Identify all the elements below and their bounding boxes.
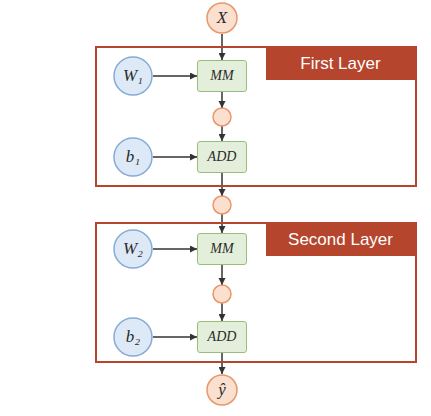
node-label: ADD: [208, 329, 237, 345]
add-op: ADD: [197, 141, 247, 173]
layer-group: First LayerW₁ MM b₁ ADD: [95, 46, 417, 187]
matmul-op: MM: [197, 60, 247, 92]
node-label: MM: [210, 241, 233, 257]
matmul-op: MM: [197, 233, 247, 265]
node-label: b₂: [126, 327, 140, 347]
layer-title: Second Layer: [266, 224, 415, 256]
node-label: X: [217, 8, 227, 28]
node-label: ŷ: [218, 380, 226, 400]
flow-arrow: [221, 353, 223, 374]
node-label: MM: [210, 68, 233, 84]
arrow-head: [219, 101, 226, 108]
flow-arrow: [153, 156, 197, 158]
weight-node: W₁: [113, 56, 153, 96]
intermediate-circle: [213, 285, 231, 303]
intermediate-circle: [213, 196, 231, 214]
flow-arrow: [221, 173, 223, 233]
weight-node: W₂: [113, 229, 153, 269]
node-label: W₁: [123, 66, 143, 86]
flow-arrow: [153, 75, 197, 77]
bias-node: b₂: [113, 317, 153, 357]
flow-arrow: [221, 265, 223, 321]
input-node: X: [206, 2, 238, 34]
node-label: ADD: [208, 149, 237, 165]
intermediate-circle: [213, 108, 231, 126]
node-label: b₁: [126, 147, 140, 167]
flow-arrow: [221, 92, 223, 141]
arrow-head: [219, 189, 226, 196]
flow-arrow: [153, 248, 197, 250]
output-node: ŷ: [206, 374, 238, 406]
add-op: ADD: [197, 321, 247, 353]
bias-node: b₁: [113, 137, 153, 177]
flow-arrow: [153, 336, 197, 338]
layer-title: First Layer: [266, 48, 415, 80]
layer-group: Second Layer W₂ MM b₂ ADD: [95, 222, 417, 363]
node-label: W₂: [123, 239, 143, 259]
arrow-head: [219, 278, 226, 285]
